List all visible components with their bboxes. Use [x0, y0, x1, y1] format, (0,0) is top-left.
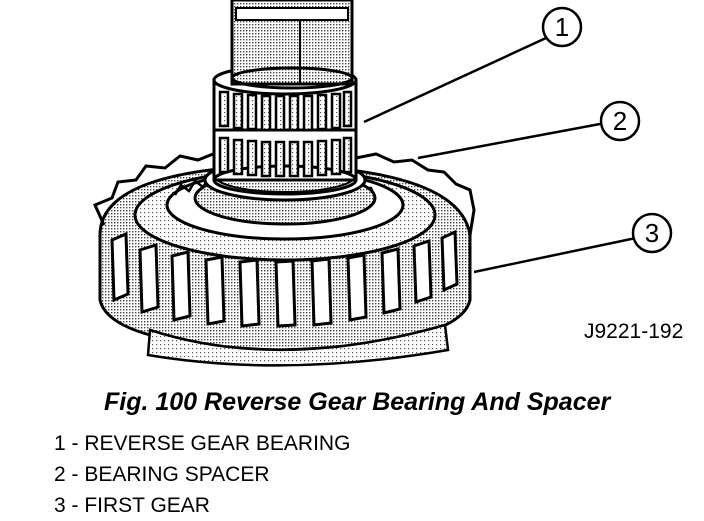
figure-id-code: J9221-192 — [584, 320, 684, 343]
legend-item-1: 1 - REVERSE GEAR BEARING — [54, 432, 351, 455]
legend-item-2: 2 - BEARING SPACER — [54, 463, 270, 486]
gear-assembly-illustration: 1 2 3 — [92, 0, 673, 367]
figure-caption: Fig. 100 Reverse Gear Bearing And Spacer — [104, 388, 611, 416]
callout-3-number: 3 — [645, 218, 659, 248]
callout-1-number: 1 — [555, 12, 569, 42]
callout-legend: 1 - REVERSE GEAR BEARING 2 - BEARING SPA… — [54, 428, 350, 521]
callout-2-number: 2 — [613, 106, 627, 136]
callout-leaders — [363, 36, 637, 274]
mainshaft — [230, 0, 354, 90]
callout-1: 1 — [541, 6, 583, 48]
callout-2: 2 — [599, 100, 641, 142]
legend-item-3: 3 - FIRST GEAR — [54, 494, 210, 517]
callout-3: 3 — [631, 212, 673, 254]
